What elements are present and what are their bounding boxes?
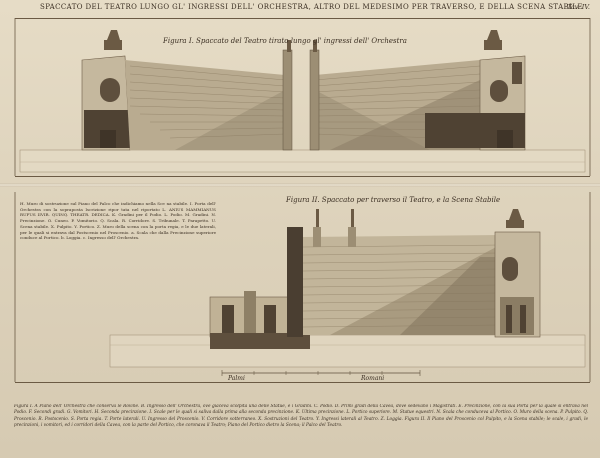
statue-left-top <box>104 30 122 50</box>
legend-text: H. Muro di sostruzione sul Piano del Pal… <box>20 201 216 241</box>
scale-label-palmi: Palmi <box>228 375 245 382</box>
scale-bar <box>221 370 421 376</box>
scale-label-romani: Romani <box>361 375 385 382</box>
figure-2-title: Figura II. Spaccato per traverso il Teat… <box>286 196 501 204</box>
statue-right-fig2 <box>506 209 524 228</box>
figure-2-section-drawing <box>14 192 591 383</box>
statue-right-top <box>484 30 502 50</box>
plate-title: SPACCATO DEL TEATRO LUNGO GL' INGRESSI D… <box>40 3 583 11</box>
plate-number: Tav. IV. <box>567 3 590 11</box>
figure-1-title: Figura I. Spaccato del Teatro tirato lun… <box>163 37 407 45</box>
page-fold <box>0 183 600 187</box>
figure-1-section-drawing <box>14 18 591 177</box>
plate-caption: Figura I. A Piano dell' Orchestra che co… <box>14 404 588 428</box>
